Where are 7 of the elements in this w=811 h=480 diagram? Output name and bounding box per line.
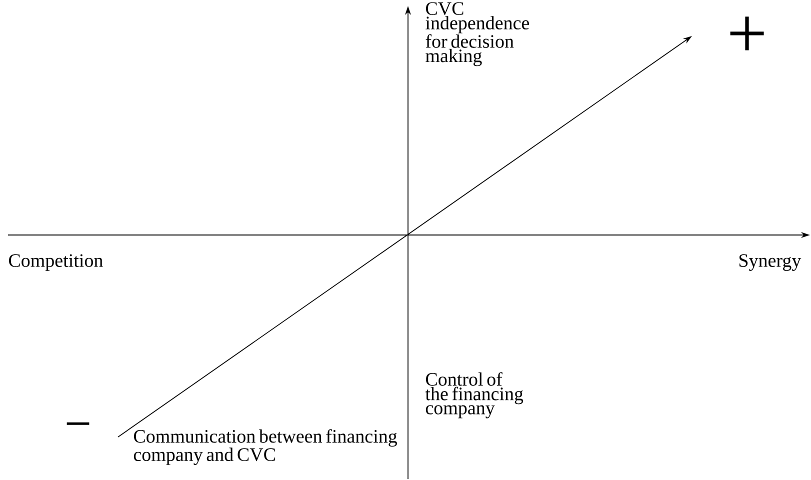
plus-sign: + <box>730 16 764 50</box>
axis-label: Synergy <box>739 254 802 271</box>
axis-label: CVC independence for decision making <box>426 2 529 66</box>
axis-label: Competition <box>8 254 103 271</box>
minus-sign: − <box>66 422 90 425</box>
axis-label: Communication between financing company and CVC <box>134 429 397 465</box>
axis-label: Control of the financing company <box>425 372 524 418</box>
